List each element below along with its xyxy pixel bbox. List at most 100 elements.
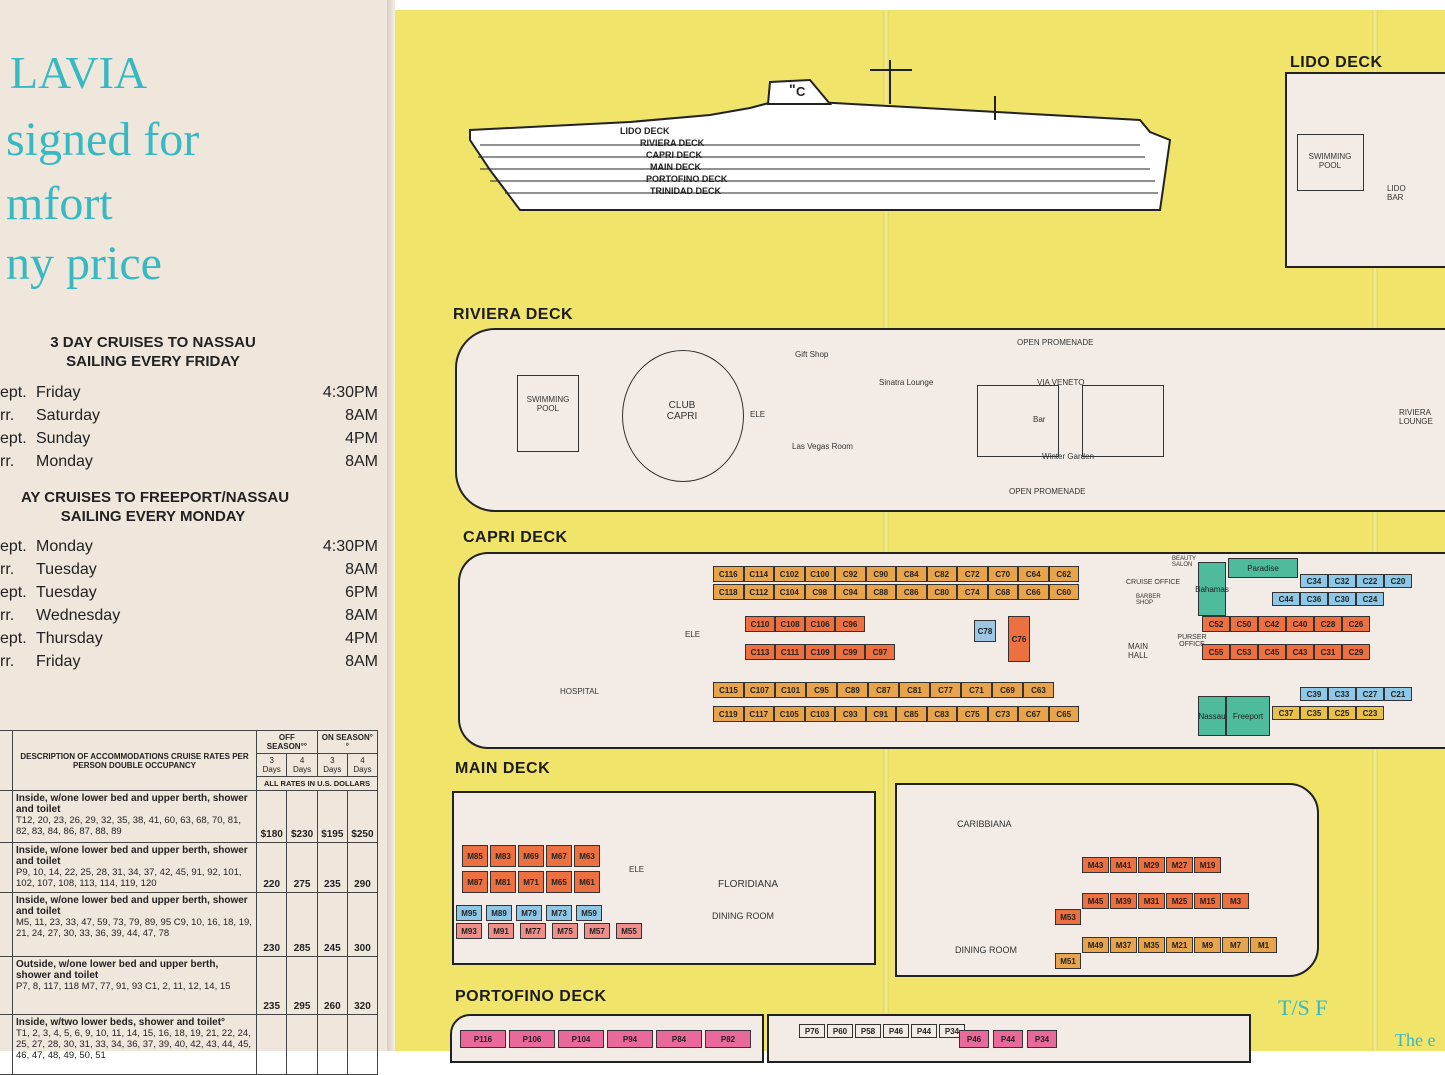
cabin: M95	[456, 905, 482, 921]
cabin: C73	[987, 706, 1018, 722]
rate-price	[256, 1014, 288, 1075]
cabin: C87	[868, 682, 899, 698]
cabin: C24	[1356, 592, 1384, 606]
cabin: P46	[883, 1024, 909, 1038]
cabin: C107	[744, 682, 775, 698]
cabin: P44	[993, 1030, 1023, 1048]
cabin: C70	[987, 566, 1018, 582]
cabin: C63	[1023, 682, 1054, 698]
rate-row: Inside, w/one lower bed and upper berth,…	[0, 892, 379, 957]
cabin: C65	[1048, 706, 1079, 722]
rate-title: Inside, w/one lower bed and upper berth,…	[16, 845, 248, 867]
rate-price: $250	[346, 790, 379, 843]
cabin: C99	[835, 644, 865, 660]
cabin: C118	[713, 584, 744, 600]
caribbiana-label: CARIBBIANA	[957, 819, 1012, 829]
schedule-dep-arr: ept.	[0, 630, 27, 647]
cabin: M37	[1110, 937, 1137, 953]
cabin: C101	[775, 682, 806, 698]
rate-cabins: T1, 2, 3, 4, 5, 6, 9, 10, 11, 14, 15, 16…	[16, 1028, 252, 1061]
cabin: C89	[837, 682, 868, 698]
capri-room-paradise: Paradise	[1228, 558, 1298, 578]
rate-title: Inside, w/one lower bed and upper berth,…	[16, 895, 248, 917]
rate-price: 260	[316, 956, 348, 1015]
on-season-header: ON SEASON°°	[316, 730, 379, 754]
rate-title: Outside, w/one lower bed and upper berth…	[16, 959, 219, 981]
brand-logo-text: T/S F	[1278, 995, 1328, 1020]
schedule-dep-arr: ept.	[0, 584, 27, 601]
headline-line4: ny price	[6, 237, 162, 290]
schedule-day: Monday	[36, 453, 93, 470]
schedule-time: 4:30PM	[322, 384, 378, 401]
rate-row: Inside, w/one lower bed and upper berth,…	[0, 842, 379, 893]
cabin: C60	[1048, 584, 1079, 600]
cabin: C108	[775, 616, 805, 632]
rate-price: 285	[286, 892, 318, 957]
schedule-dep-arr: rr.	[0, 453, 15, 470]
rate-price: 235	[316, 842, 348, 893]
cabin: C104	[774, 584, 805, 600]
cabin: P76	[799, 1024, 825, 1038]
cabin: C96	[835, 616, 865, 632]
schedule-dep-arr: rr.	[0, 653, 15, 670]
cabin: C81	[899, 682, 930, 698]
rate-price: 245	[316, 892, 348, 957]
capri-deck-label: CAPRI DECK	[463, 529, 568, 546]
page-fold	[387, 0, 395, 1051]
lido-pool	[1297, 134, 1364, 191]
headline-line1: LAVIA	[10, 47, 148, 98]
cabin: C22	[1356, 574, 1384, 588]
profile-deck-label: CAPRI DECK	[646, 150, 703, 160]
rate-cabins: P7, 8, 117, 118 M7, 77, 91, 93 C1, 2, 11…	[16, 981, 231, 992]
headline-line3: mfort	[6, 177, 113, 230]
cabin: C52	[1202, 616, 1230, 632]
cabin: M73	[546, 905, 572, 921]
cabin: M77	[520, 923, 546, 939]
capri-room-bahamas: Bahamas	[1195, 562, 1229, 616]
schedule4-title1: AY CRUISES TO FREEPORT/NASSAU	[20, 489, 290, 506]
cabin: C66	[1018, 584, 1049, 600]
schedule-time: 8AM	[345, 407, 378, 424]
profile-deck-label: LIDO DECK	[620, 126, 670, 136]
rate-price: 230	[256, 892, 288, 957]
cabin: M31	[1138, 893, 1165, 909]
cabin: M45	[1082, 893, 1109, 909]
cabin: M3	[1222, 893, 1249, 909]
cabin: M27	[1166, 857, 1193, 873]
cabin: C117	[743, 706, 774, 722]
cabin: M43	[1082, 857, 1109, 873]
schedule-day: Wednesday	[36, 607, 121, 624]
cruise-office-label: CRUISE OFFICE	[1126, 579, 1181, 586]
club-capri-label: CLUB CAPRI	[666, 400, 698, 422]
rate-description: Outside, w/one lower bed and upper berth…	[11, 956, 258, 1015]
open-promenade-top: OPEN PROMENADE	[1017, 338, 1094, 347]
profile-deck-label: TRINIDAD DECK	[650, 186, 721, 196]
funnel-mark: C	[796, 84, 806, 99]
beauty-salon-label: BEAUTY SALON	[1172, 556, 1196, 568]
riviera-pool	[517, 375, 579, 452]
cabin: M7	[1222, 937, 1249, 953]
lido-deck-label: LIDO DECK	[1290, 54, 1383, 71]
cabin: C42	[1258, 616, 1286, 632]
schedule-day: Saturday	[36, 407, 101, 424]
cabin: M89	[486, 905, 512, 921]
cabin: C97	[865, 644, 895, 660]
cabin: P84	[656, 1030, 702, 1048]
schedule-day: Tuesday	[36, 561, 97, 578]
cabin: C93	[835, 706, 866, 722]
dining-room-2-label: DINING ROOM	[955, 945, 1017, 955]
cabin: C90	[865, 566, 896, 582]
cabin: C75	[957, 706, 988, 722]
rate-title: Inside, w/two lower beds, shower and toi…	[16, 1017, 226, 1028]
capri-ele: ELE	[685, 630, 701, 639]
winter-garden-label: Winter Garden	[1042, 452, 1095, 461]
capri-deck-plan: HOSPITAL ELE MAIN HALL PURSER OFFICE CRU…	[458, 552, 1445, 749]
cabin: C100	[804, 566, 835, 582]
